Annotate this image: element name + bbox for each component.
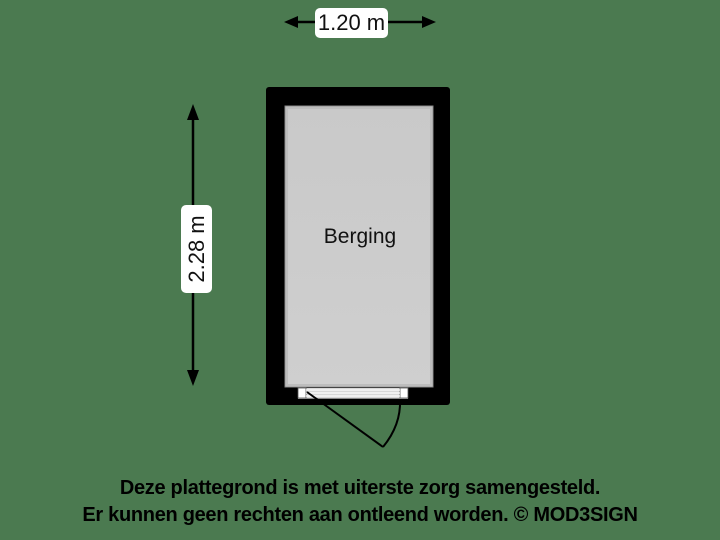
door-leaf (306, 391, 384, 448)
room-label: Berging (323, 225, 397, 248)
door (297, 387, 409, 448)
height-dimension-label: 2.28 m (181, 205, 212, 293)
door-swing-arc (382, 399, 402, 448)
disclaimer-line-1: Deze plattegrond is met uiterste zorg sa… (119, 477, 601, 499)
height-dimension-text: 2.28 m (183, 215, 209, 283)
disclaimer-line-2: Er kunnen geen rechten aan ontleend word… (82, 504, 638, 526)
room-floor (284, 105, 434, 388)
width-dimension-label: 1.20 m (315, 8, 388, 38)
